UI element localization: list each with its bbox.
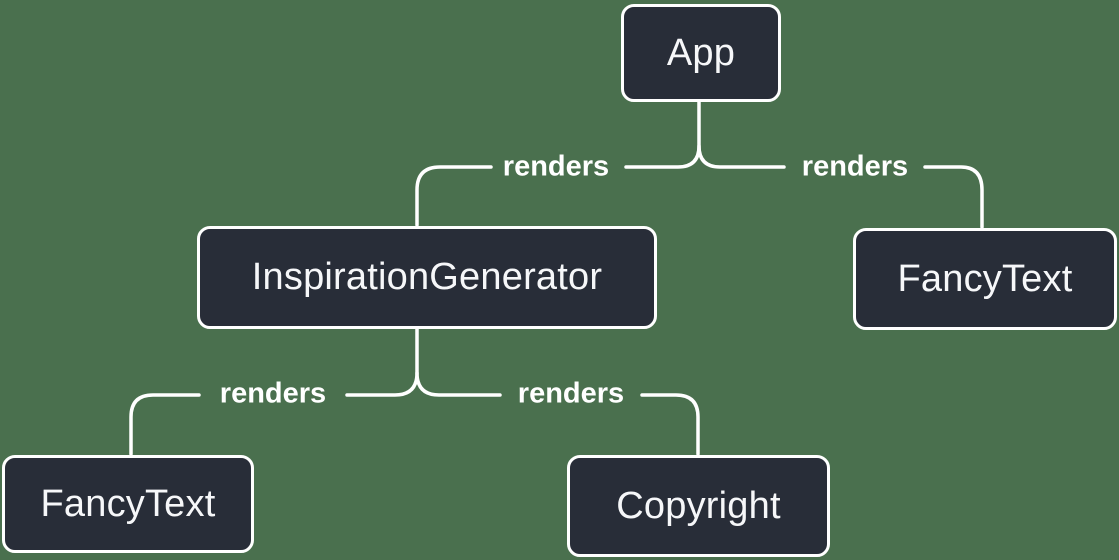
edge-line — [415, 371, 502, 397]
node-fancy-text-left: FancyText — [2, 455, 254, 553]
node-inspiration-generator-label: InspirationGenerator — [251, 256, 603, 298]
node-fancy-text-right-label: FancyText — [897, 257, 1073, 300]
node-copyright-label: Copyright — [616, 484, 781, 527]
node-fancy-text-right: FancyText — [853, 228, 1117, 330]
node-fancy-text-left-label: FancyText — [40, 482, 216, 525]
edge-label-renders-app-left: renders — [502, 150, 610, 183]
edge-line — [697, 144, 786, 169]
edge-label-renders-ig-right: renders — [517, 377, 625, 410]
node-app-label: App — [666, 31, 736, 74]
node-app: App — [621, 4, 781, 102]
node-inspiration-generator: InspirationGenerator — [197, 226, 657, 329]
edge-label-renders-ig-left: renders — [219, 377, 327, 410]
edge-line — [415, 165, 493, 227]
edge-line — [129, 393, 201, 456]
edge-app-to-fancytext-right — [697, 144, 984, 229]
edge-line — [640, 393, 700, 456]
edge-line — [624, 100, 701, 169]
edge-inspirationgenerator-to-copyright — [415, 371, 700, 456]
edge-line — [923, 165, 984, 229]
edge-label-renders-app-right: renders — [801, 150, 909, 183]
node-copyright: Copyright — [567, 455, 830, 557]
edge-line — [345, 327, 419, 397]
